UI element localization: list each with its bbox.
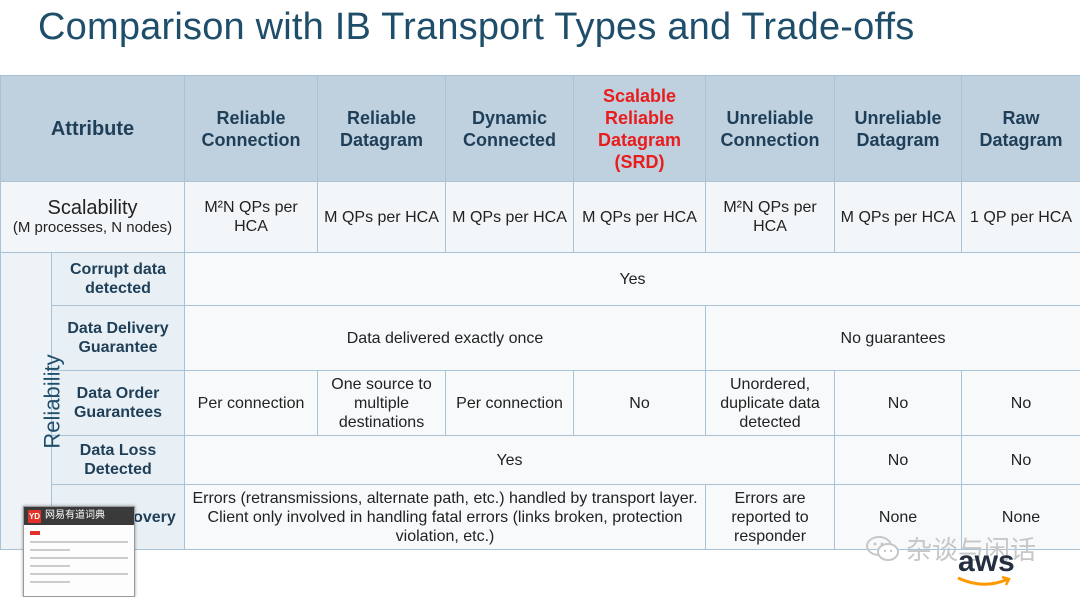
dictionary-line <box>30 541 128 543</box>
scal-rc: M²N QPs per HCA <box>185 182 318 253</box>
youdao-logo-icon: YD <box>28 510 41 523</box>
scal-srd: M QPs per HCA <box>574 182 706 253</box>
error-rc-to-srd: Errors (retransmissions, alternate path,… <box>185 485 706 550</box>
loss-label: Data Loss Detected <box>52 436 185 485</box>
dictionary-line <box>30 581 70 583</box>
srd-line: Scalable <box>603 86 676 106</box>
scal-dc: M QPs per HCA <box>446 182 574 253</box>
srd-line: (SRD) <box>615 152 665 172</box>
error-uc: Errors are reported to responder <box>706 485 835 550</box>
order-uc: Unordered, duplicate data detected <box>706 371 835 436</box>
loss-ud: No <box>835 436 962 485</box>
dictionary-popup[interactable]: YD 网易有道词典 <box>23 506 135 597</box>
srd-line: Datagram <box>598 130 681 150</box>
delivery-row: Data Delivery Guarantee Data delivered e… <box>1 306 1080 371</box>
wechat-icon <box>866 535 900 563</box>
aws-smile-icon <box>956 575 1012 589</box>
order-rd: One source to multiple destinations <box>318 371 446 436</box>
scal-rd: M QPs per HCA <box>318 182 446 253</box>
comparison-table: Attribute Reliable Connection Reliable D… <box>0 75 1080 550</box>
order-srd: No <box>574 371 706 436</box>
slide-title: Comparison with IB Transport Types and T… <box>38 6 915 49</box>
aws-logo: aws <box>958 545 1015 579</box>
scalability-sub: (M processes, N nodes) <box>5 219 180 237</box>
dictionary-line <box>30 573 128 575</box>
scalability-label: Scalability (M processes, N nodes) <box>1 182 185 253</box>
corrupt-row: Reliability Corrupt data detected Yes <box>1 253 1080 306</box>
header-attribute: Attribute <box>1 76 185 182</box>
corrupt-all: Yes <box>185 253 1080 306</box>
scalability-row: Scalability (M processes, N nodes) M²N Q… <box>1 182 1080 253</box>
scalability-title: Scalability <box>47 197 137 219</box>
order-row: Data Order Guarantees Per connection One… <box>1 371 1080 436</box>
header-raw-datagram: Raw Datagram <box>962 76 1080 182</box>
header-unreliable-datagram: Unreliable Datagram <box>835 76 962 182</box>
loss-row: Data Loss Detected Yes No No <box>1 436 1080 485</box>
delivery-unreliable: No guarantees <box>706 306 1080 371</box>
header-dynamic-connected: Dynamic Connected <box>446 76 574 182</box>
order-rc: Per connection <box>185 371 318 436</box>
dictionary-line <box>30 531 40 535</box>
dictionary-line <box>30 549 70 551</box>
order-raw: No <box>962 371 1080 436</box>
reliability-label: Reliability <box>43 354 62 448</box>
delivery-reliable: Data delivered exactly once <box>185 306 706 371</box>
scal-uc: M²N QPs per HCA <box>706 182 835 253</box>
reliability-group-label: Reliability <box>1 253 52 550</box>
header-reliable-connection: Reliable Connection <box>185 76 318 182</box>
header-row: Attribute Reliable Connection Reliable D… <box>1 76 1080 182</box>
header-reliable-datagram: Reliable Datagram <box>318 76 446 182</box>
corrupt-label: Corrupt data detected <box>52 253 185 306</box>
scal-raw: 1 QP per HCA <box>962 182 1080 253</box>
dictionary-line <box>30 565 70 567</box>
loss-raw: No <box>962 436 1080 485</box>
scal-ud: M QPs per HCA <box>835 182 962 253</box>
header-unreliable-connection: Unreliable Connection <box>706 76 835 182</box>
srd-line: Reliable <box>605 108 674 128</box>
header-srd: Scalable Reliable Datagram (SRD) <box>574 76 706 182</box>
order-dc: Per connection <box>446 371 574 436</box>
dictionary-title: 网易有道词典 <box>45 507 105 525</box>
dictionary-titlebar[interactable]: YD 网易有道词典 <box>24 507 134 525</box>
order-ud: No <box>835 371 962 436</box>
dictionary-line <box>30 557 128 559</box>
loss-rc-to-uc: Yes <box>185 436 835 485</box>
delivery-label: Data Delivery Guarantee <box>52 306 185 371</box>
order-label: Data Order Guarantees <box>52 371 185 436</box>
